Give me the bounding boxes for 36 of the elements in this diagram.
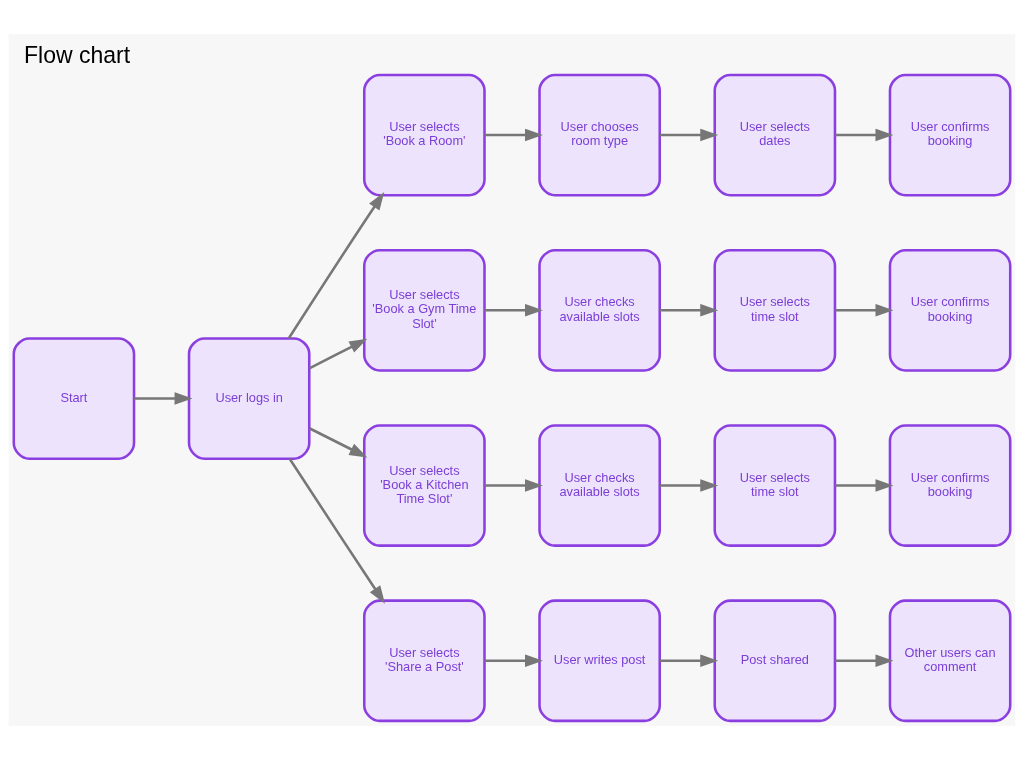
node-box: User checks available slots: [538, 248, 661, 372]
arrow: [484, 479, 543, 492]
arrow: [835, 654, 894, 668]
node-box: User selects 'Book a Room': [363, 73, 486, 197]
arrow: [835, 128, 894, 142]
arrow: [288, 458, 385, 604]
node-box: User selects 'Share a Post': [363, 599, 486, 723]
arrow: [484, 304, 543, 317]
arrow: [308, 338, 368, 370]
arrow: [484, 654, 543, 668]
node-box: Post shared: [713, 599, 837, 723]
node-box: User selects time slot: [713, 248, 837, 372]
node-box: Start: [12, 337, 136, 460]
node-box: User writes post: [538, 599, 661, 723]
node-box: Other users can comment: [888, 599, 1012, 723]
arrow: [659, 304, 719, 317]
node-box: User selects 'Book a Gym Time Slot': [363, 248, 486, 372]
node-box: User selects dates: [713, 73, 837, 197]
arrow: [835, 304, 894, 317]
diagram-title: Flow chart: [24, 41, 131, 68]
arrow: [659, 654, 719, 668]
arrow: [287, 192, 385, 339]
arrow: [835, 479, 894, 492]
node-box: User selects 'Book a Kitchen Time Slot': [363, 424, 486, 547]
node-box: User selects time slot: [713, 424, 837, 547]
node-box: User logs in: [187, 337, 311, 460]
node-box: User checks available slots: [538, 424, 661, 547]
arrow: [484, 128, 543, 142]
arrow: [659, 479, 719, 492]
node-box: User confirms booking: [888, 248, 1012, 372]
node-box: User chooses room type: [538, 73, 661, 197]
arrow: [308, 427, 368, 458]
node-box: User confirms booking: [888, 73, 1012, 197]
node-box: User confirms booking: [888, 424, 1012, 547]
arrow: [659, 128, 719, 142]
arrow: [134, 392, 193, 405]
